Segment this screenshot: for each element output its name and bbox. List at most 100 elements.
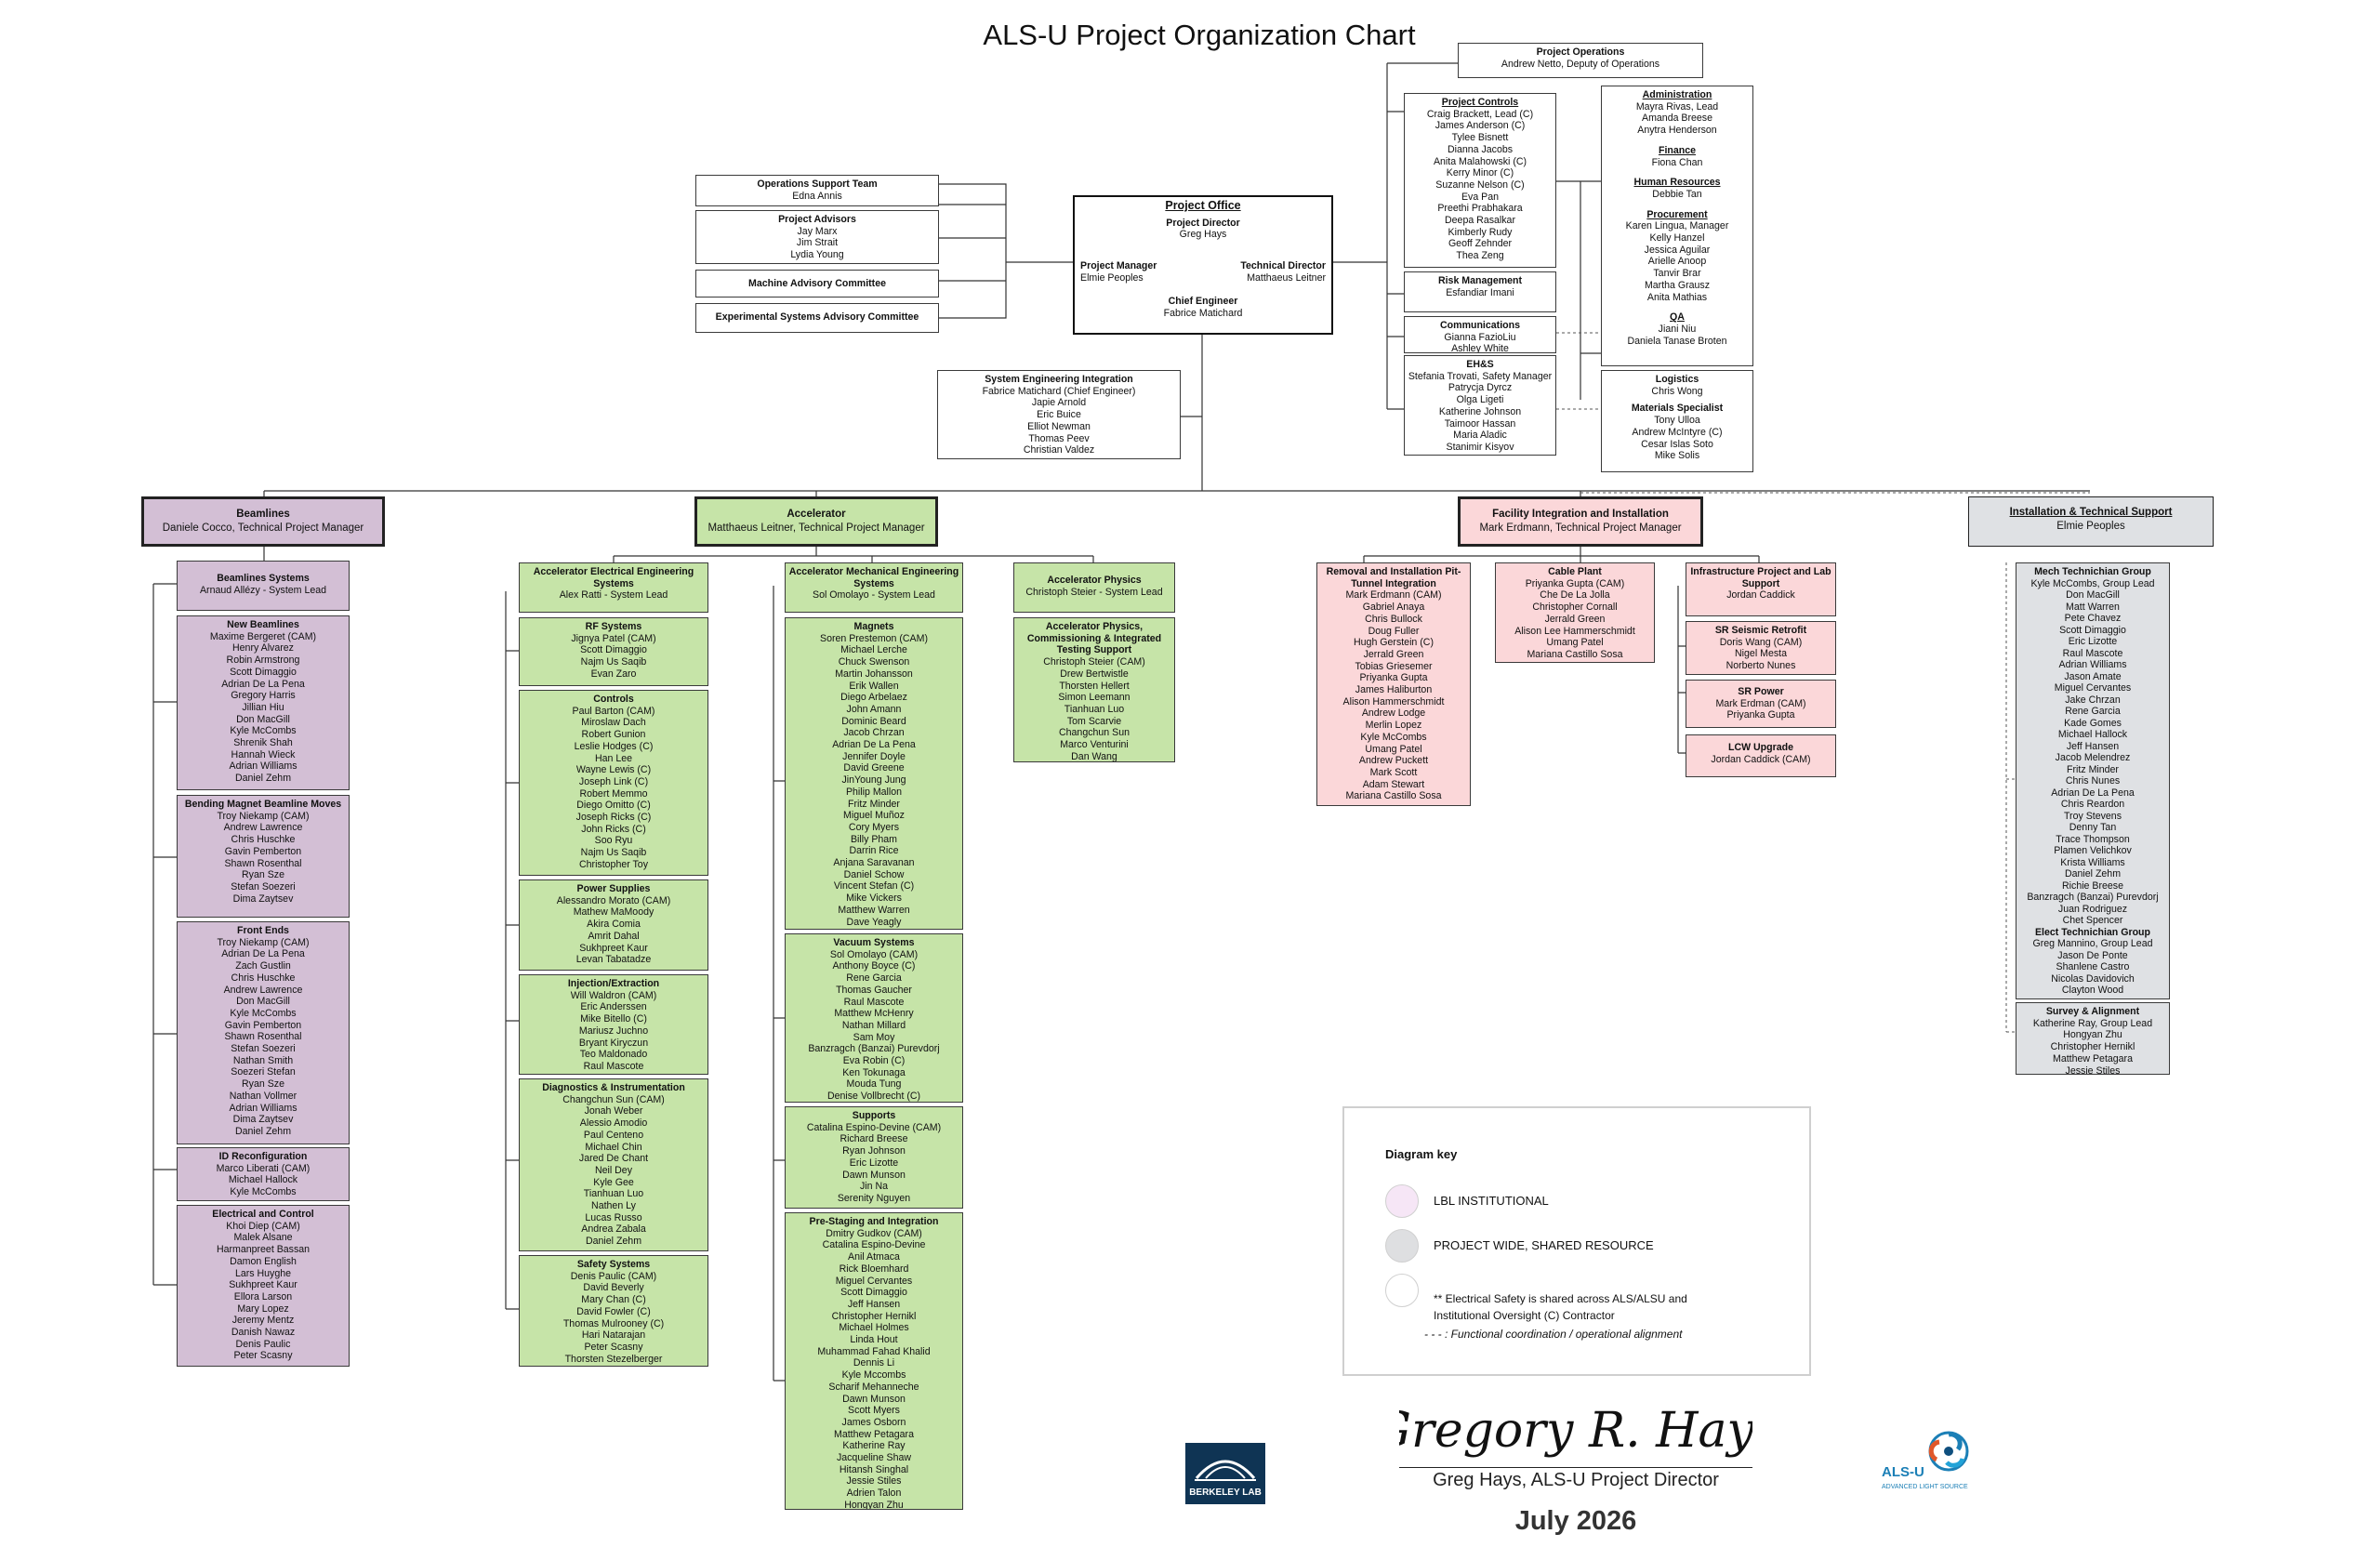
member-name: Hannah Wieck	[231, 748, 296, 760]
pre-staging-list: Dmitry Gudkov (CAM)Catalina Espino-Devin…	[787, 1228, 960, 1510]
division-accelerator: Accelerator Matthaeus Leitner, Technical…	[694, 496, 938, 547]
member-name: James Osborn	[841, 1416, 906, 1428]
member-name: Chris Wong	[1651, 385, 1703, 397]
member-name: Eva Robin (C)	[842, 1055, 906, 1067]
member-name: Robin Armstrong	[226, 654, 300, 667]
member-name: Kyle McCombs	[1360, 731, 1427, 743]
signature-name: Greg Hays, ALS-U Project Director	[1433, 1470, 1719, 1490]
member-name: Mike Solis	[1654, 450, 1700, 462]
signature: Gregory R. Hays	[1399, 1403, 1752, 1459]
member-name: Jason Amate	[2064, 670, 2122, 682]
vacuum-list: Sol Omolayo (CAM)Anthony Boyce (C)Rene G…	[787, 949, 960, 1102]
signature-line	[1399, 1467, 1752, 1468]
front-ends: Front Ends Troy Niekamp (CAM)Adrian De L…	[177, 921, 350, 1144]
member-name: Eva Pan	[1461, 191, 1500, 203]
member-name: Don MacGill	[236, 713, 290, 725]
member-name: Mariusz Juchno	[578, 1025, 649, 1037]
member-name: Jeremy Mentz	[231, 1315, 295, 1327]
member-name: Juan Rodriguez	[2057, 903, 2128, 915]
member-name: Michael Hallock	[2057, 729, 2128, 740]
member-name: Christian Valdez	[1023, 444, 1095, 456]
member-name: Eric Anderssen	[580, 1001, 647, 1013]
member-name: Umang Patel	[1365, 743, 1422, 755]
member-name: Kyle Gee	[593, 1176, 634, 1188]
member-name: Adrian Williams	[229, 1102, 298, 1114]
member-name: Erik Wallen	[849, 680, 899, 692]
member-name: Marco Venturini	[1060, 739, 1129, 751]
member-name: Muhammad Fahad Khalid	[817, 1345, 931, 1357]
member-name: Hongyan Zhu	[844, 1499, 904, 1510]
member-name: Alessio Amodio	[579, 1117, 648, 1130]
member-name: Ryan Sze	[242, 869, 284, 881]
member-name: Stefania Trovati, Safety Manager	[1408, 370, 1553, 382]
bending-magnet-beamline-moves: Bending Magnet Beamline Moves Troy Nieka…	[177, 795, 350, 918]
member-name: Mariana Castillo Sosa	[1345, 790, 1442, 802]
member-name: Chris Bullock	[1365, 613, 1422, 625]
logistics-list: Chris Wong	[1604, 386, 1751, 398]
member-name: Shrenik Shah	[233, 737, 293, 749]
member-name: Martin Johansson	[835, 668, 913, 680]
member-name: Jacob Chrzan	[843, 727, 905, 739]
member-name: Daniel Zehm	[234, 1125, 292, 1137]
member-name: Ellora Larson	[233, 1290, 293, 1302]
member-name: Mark Erdmann (CAM)	[1345, 589, 1442, 602]
member-name: Alison Hammerschmidt	[1342, 695, 1445, 707]
member-name: Mary Lopez	[237, 1302, 289, 1315]
member-name: Miroslaw Dach	[581, 717, 646, 729]
member-name: Joseph Ricks (C)	[575, 812, 652, 824]
member-name: Scott Dimaggio	[840, 1287, 907, 1299]
member-name: Anil Atmaca	[848, 1251, 900, 1263]
chief-engineer: Chief Engineer Fabrice Matichard	[1163, 296, 1243, 319]
member-name: Jacqueline Shaw	[836, 1452, 912, 1464]
alsu-logo-subtext: ADVANCED LIGHT SOURCE	[1882, 1484, 1968, 1490]
member-name: Amrit Dahal	[588, 930, 640, 942]
member-name: Katherine Johnson	[1438, 405, 1522, 417]
alsu-logo: ALS-U ADVANCED LIGHT SOURCE	[1882, 1431, 1969, 1490]
member-name: Peter Scasny	[584, 1341, 643, 1353]
machine-advisory-committee: Machine Advisory Committee	[695, 270, 939, 298]
member-name: Leslie Hodges (C)	[574, 740, 654, 752]
new-beamlines: New Beamlines Maxime Bergeret (CAM)Henry…	[177, 615, 350, 790]
member-name: Dominic Beard	[841, 715, 906, 727]
member-name: Fabrice Matichard (Chief Engineer)	[982, 385, 1136, 397]
key-swatch-lbl	[1385, 1184, 1419, 1218]
member-name: Lydia Young	[790, 249, 844, 261]
key-swatch-shared	[1385, 1229, 1419, 1263]
member-name: Jin Na	[859, 1181, 889, 1193]
member-name: Shawn Rosenthal	[224, 857, 302, 869]
member-name: Nathan Vollmer	[229, 1090, 298, 1102]
member-name: Don MacGill	[236, 996, 290, 1008]
member-name: Damon English	[230, 1255, 297, 1267]
accelerator-electrical-systems: Accelerator Electrical Engineering Syste…	[519, 562, 708, 613]
member-name: David Fowler (C)	[576, 1305, 651, 1317]
member-name: Priyanka Gupta	[1726, 709, 1795, 721]
sr-seismic-retrofit: SR Seismic Retrofit Doris Wang (CAM)Nige…	[1686, 621, 1836, 675]
lcw-upgrade: LCW Upgrade Jordan Caddick (CAM)	[1686, 734, 1836, 777]
member-name: Paul Barton (CAM)	[572, 705, 655, 717]
member-name: Matthew McHenry	[834, 1008, 914, 1020]
project-controls-list: Craig Brackett, Lead (C)James Anderson (…	[1407, 109, 1554, 262]
member-name: Andrea Zabala	[581, 1223, 646, 1236]
member-name: Martha Grausz	[1644, 279, 1711, 291]
member-name: Gianna FazioLiu	[1444, 331, 1516, 343]
member-name: Andrew Lawrence	[223, 984, 303, 996]
member-name: John Amann	[846, 703, 902, 715]
member-name: Anytra Henderson	[1637, 125, 1717, 137]
member-name: Michael Lerche	[840, 644, 907, 656]
member-name: Danish Nawaz	[231, 1327, 296, 1339]
member-name: Matthew Petagara	[2053, 1052, 2133, 1064]
member-name: Jiani Niu	[1658, 323, 1697, 335]
member-name: JinYoung Jung	[841, 774, 906, 787]
member-name: Mary Chan (C)	[581, 1294, 646, 1306]
member-name: Drew Bertwistle	[1060, 668, 1129, 680]
member-name: Deepa Rasalkar	[1445, 215, 1515, 227]
member-name: Changchun Sun	[1059, 727, 1130, 739]
